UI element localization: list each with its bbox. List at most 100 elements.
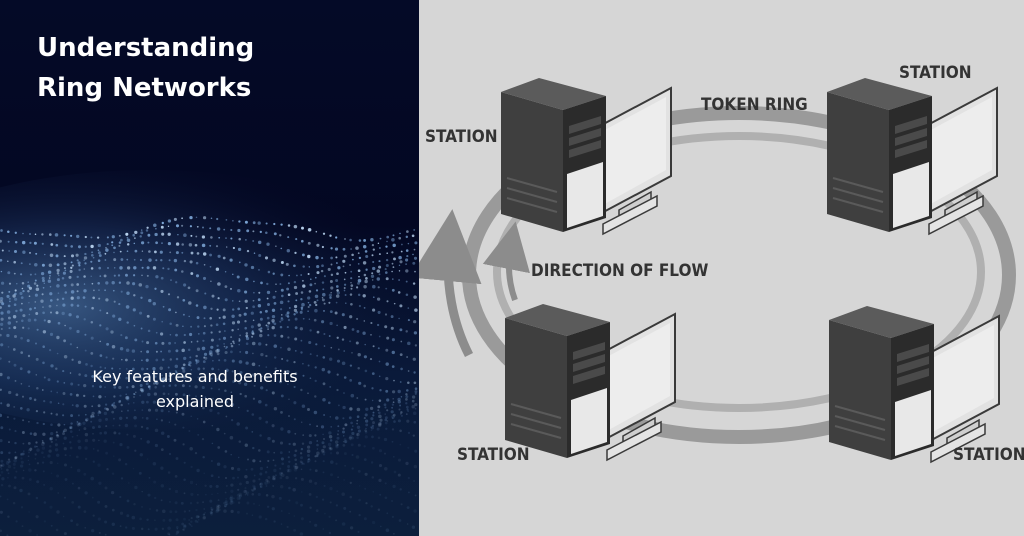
wave-dot [70,466,73,469]
wave-dot [147,385,151,388]
wave-dot [386,398,390,402]
wave-dot [321,264,324,268]
wave-dot [6,403,10,407]
station-bottom-right [828,305,1000,463]
wave-dot [210,280,212,282]
wave-dot [281,462,285,466]
wave-dot [391,350,395,355]
wave-dot [175,281,178,284]
wave-dot [111,403,115,407]
wave-dot [61,297,65,300]
wave-dot [126,321,129,324]
wave-dot [350,270,353,273]
wave-dot [314,469,318,473]
wave-dot [335,504,339,507]
wave-dot [231,359,235,363]
wave-dot [111,472,115,475]
wave-dot [182,313,185,316]
wave-dot [62,271,66,275]
wave-dot [154,380,158,384]
wave-dot [118,400,122,403]
wave-dot [203,513,205,515]
wave-dot [49,437,52,441]
wave-dot [314,276,317,279]
wave-dot [106,408,110,411]
wave-dot [84,491,88,495]
wave-dot [288,398,290,401]
wave-dot [356,286,359,289]
wave-dot [364,419,369,423]
wave-dot [42,470,45,473]
wave-dot [229,501,233,505]
wave-dot [43,411,46,414]
wave-dot [378,265,382,269]
wave-dot [133,416,137,420]
wave-dot [36,462,40,465]
wave-dot [391,288,395,292]
wave-dot [147,493,151,497]
wave-dot [300,291,304,294]
wave-dot [405,461,409,466]
wave-dot [253,252,256,254]
wave-dot [106,236,109,239]
wave-dot [145,358,149,362]
wave-dot [301,239,304,243]
wave-dot [0,402,3,405]
wave-dot [132,274,136,277]
wave-dot [91,306,94,310]
wave-dot [385,271,388,274]
wave-dot [75,253,79,257]
wave-dot [328,515,331,518]
wave-dot [152,367,156,371]
wave-dot [372,266,376,271]
wave-dot [306,460,310,464]
wave-dot [196,252,200,255]
wave-dot [343,506,347,510]
wave-dot [41,440,44,442]
wave-dot [335,443,339,447]
wave-dot [216,308,219,311]
wave-dot [118,458,122,462]
wave-dot [356,425,361,430]
wave-dot [70,283,74,287]
wave-dot [181,251,184,254]
wave-dot [125,416,129,420]
wave-dot [113,300,116,303]
wave-dot [48,449,52,453]
wave-dot [167,366,170,369]
wave-dot [372,260,375,264]
wave-dot [301,442,305,445]
wave-dot [391,270,393,273]
wave-dot [341,338,345,341]
wave-dot [42,330,47,334]
wave-dot [58,274,60,277]
wave-dot [27,442,31,445]
wave-dot [412,411,417,415]
wave-dot [329,310,333,314]
wave-dot [281,473,285,478]
wave-dot [272,258,276,262]
wave-dot [307,301,310,304]
wave-dot [215,349,219,353]
wave-dot [342,405,346,410]
station-label-top-right: STATION [899,63,972,83]
wave-dot [155,227,157,230]
wave-dot [341,430,346,434]
wave-dot [188,429,191,433]
wave-dot [411,525,416,529]
wave-dot [175,371,178,373]
wave-dot [0,451,4,455]
wave-dot [133,359,136,361]
wave-dot [279,234,282,237]
wave-dot [0,306,2,309]
wave-dot [314,455,317,458]
wave-dot [138,283,143,287]
wave-dot [300,421,303,423]
wave-dot [308,303,312,307]
wave-dot [0,317,4,321]
wave-dot [279,320,282,323]
wave-dot [386,240,388,243]
wave-dot [76,346,79,349]
wave-dot [405,393,408,396]
wave-dot [323,438,325,440]
